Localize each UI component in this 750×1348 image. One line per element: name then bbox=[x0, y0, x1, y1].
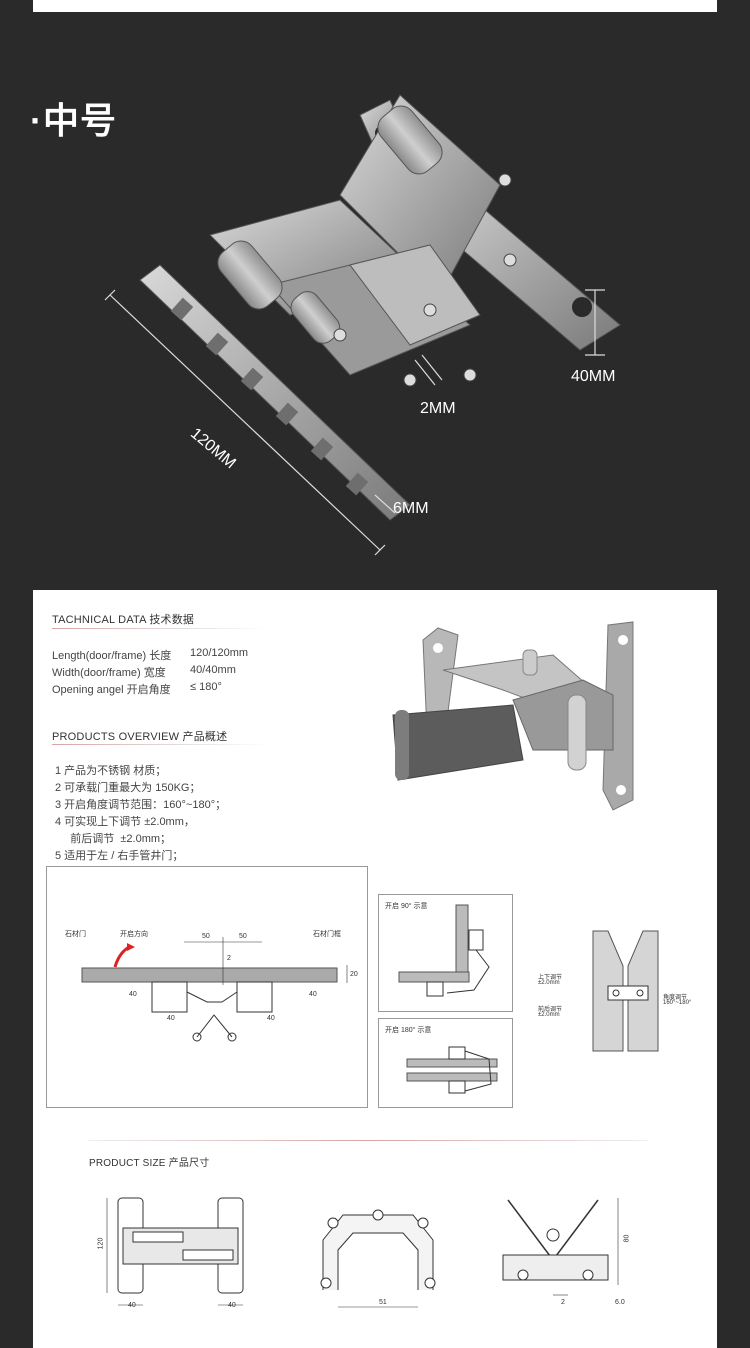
overview-heading: PRODUCTS OVERVIEW 产品概述 bbox=[52, 731, 228, 743]
size-dim-80: 80 bbox=[623, 1234, 631, 1243]
stone-door-label: 石材门 bbox=[65, 931, 86, 938]
adjust-diagram bbox=[592, 930, 659, 1052]
overview-item: 3 开启角度调节范围：160°~180°； bbox=[55, 799, 227, 811]
product-size-heading: PRODUCT SIZE 产品尺寸 bbox=[89, 1158, 210, 1169]
size-dim-40-left: 40 bbox=[128, 1302, 136, 1309]
technical-divider bbox=[52, 628, 267, 629]
adjust-up-down-label: 上下调节 bbox=[538, 975, 563, 981]
overview-item: 前后调节 ±2.0mm； bbox=[55, 833, 172, 845]
section-title: ·中号 bbox=[30, 100, 117, 141]
size-dim-120: 120 bbox=[97, 1237, 105, 1250]
spec-label-angle: Opening angel 开启角度 bbox=[52, 684, 171, 696]
dim-label: 40 bbox=[267, 1015, 275, 1022]
dim-label: 20 bbox=[350, 971, 358, 978]
spec-label-width: Width(door/frame) 宽度 bbox=[52, 667, 166, 679]
spec-value-width: 40/40mm bbox=[190, 664, 236, 676]
adjust-up-down-value: ±2.0mm bbox=[538, 980, 560, 986]
open-90-diagram: 开启 90° 示意 bbox=[378, 894, 513, 1012]
spec-label-length: Length(door/frame) 长度 bbox=[52, 650, 172, 662]
dim-label: 50 bbox=[239, 933, 247, 940]
install-diagram: 石材门 开启方向 石材门框 50 50 2 20 40 40 40 40 bbox=[46, 866, 368, 1108]
open-180-diagram: 开启 180° 示意 bbox=[378, 1018, 513, 1108]
size-drawing-top bbox=[320, 1209, 436, 1308]
dim-label: 40 bbox=[129, 991, 137, 998]
spec-value-length: 120/120mm bbox=[190, 647, 249, 659]
spec-panel: TACHNICAL DATA 技术数据 Length(door/frame) 长… bbox=[33, 590, 717, 1348]
size-dim-6: 6.0 bbox=[615, 1299, 625, 1306]
overview-item: 5 适用于左 / 右手管井门； bbox=[55, 850, 184, 862]
hinge-product-photo bbox=[392, 621, 634, 811]
technical-heading: TACHNICAL DATA 技术数据 bbox=[52, 614, 195, 626]
size-divider bbox=[88, 1140, 648, 1141]
open-180-label: 开启 180° 示意 bbox=[385, 1027, 432, 1034]
size-drawing-front bbox=[106, 1197, 244, 1306]
size-dim-51: 51 bbox=[379, 1299, 387, 1306]
dim-label: 40 bbox=[309, 991, 317, 998]
stone-frame-label: 石材门框 bbox=[313, 931, 341, 938]
dim-label: 50 bbox=[202, 933, 210, 940]
dim-gap-label: 2MM bbox=[420, 400, 456, 417]
dim-label: 2 bbox=[227, 955, 231, 962]
top-white-strip bbox=[33, 0, 717, 12]
hinge-photo bbox=[104, 94, 621, 556]
spec-value-angle: ≤ 180° bbox=[190, 681, 222, 693]
overview-item: 4 可实现上下调节 ±2.0mm， bbox=[55, 816, 195, 828]
open-direction-label: 开启方向 bbox=[120, 931, 148, 938]
adjust-front-back-value: ±2.0mm bbox=[538, 1012, 560, 1018]
size-dim-2: 2 bbox=[561, 1299, 565, 1306]
adjust-angle-label: 角度调节 bbox=[663, 995, 688, 1001]
size-drawing-side bbox=[502, 1198, 619, 1296]
dim-thickness-label: 6MM bbox=[393, 500, 429, 517]
overview-divider bbox=[52, 744, 267, 745]
open-90-label: 开启 90° 示意 bbox=[385, 903, 428, 910]
dim-label: 40 bbox=[167, 1015, 175, 1022]
overview-item: 1 产品为不锈钢 材质； bbox=[55, 765, 167, 777]
overview-item: 2 可承载门重最大为 150KG； bbox=[55, 782, 201, 794]
dim-width-label: 40MM bbox=[571, 368, 616, 385]
size-dim-40-right: 40 bbox=[228, 1302, 236, 1309]
adjust-front-back-label: 前后调节 bbox=[538, 1007, 563, 1013]
adjust-angle-value: 160°~180° bbox=[663, 1000, 692, 1006]
